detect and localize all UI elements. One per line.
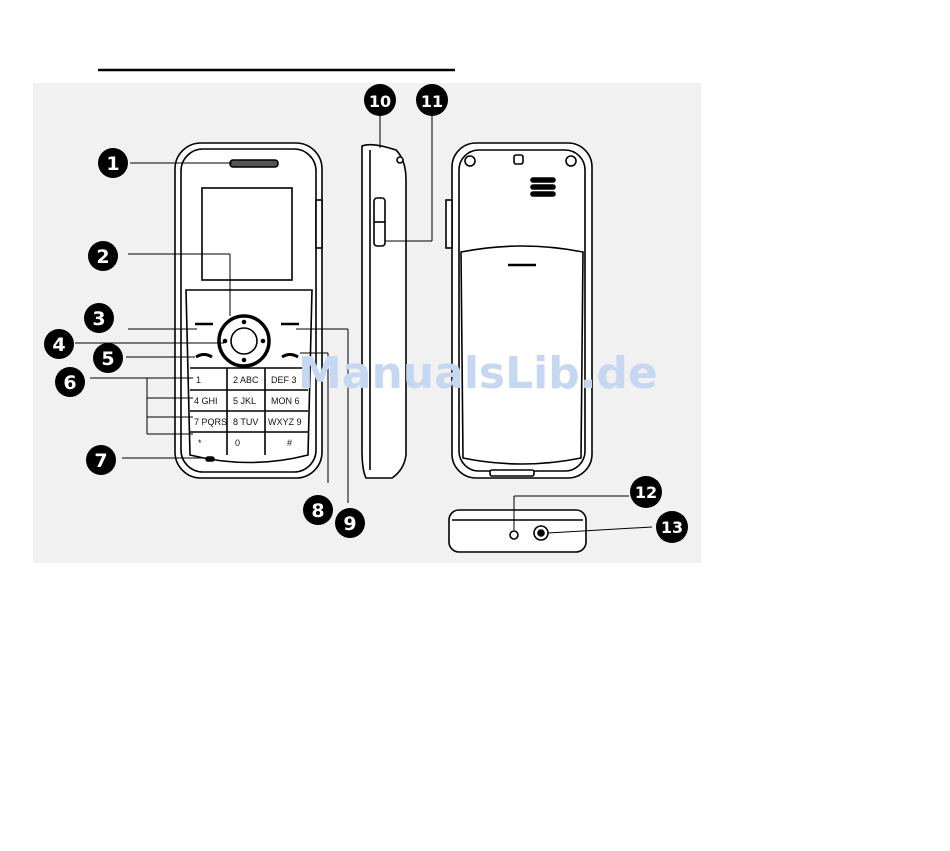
front-side-button	[316, 200, 322, 248]
camera-lens	[514, 155, 523, 164]
key-2: 2 ABC	[233, 375, 259, 385]
svg-text:13: 13	[661, 518, 683, 537]
svg-text:11: 11	[421, 92, 443, 111]
key-star: *	[198, 438, 202, 448]
nav-right-dot	[262, 340, 265, 343]
display-screen	[202, 188, 292, 280]
callout-3: 3	[84, 303, 114, 333]
back-screw-right	[566, 156, 576, 166]
side-strap-hole	[397, 157, 403, 163]
charger-port	[510, 531, 518, 539]
key-6: MON 6	[271, 396, 300, 406]
svg-text:6: 6	[63, 372, 76, 394]
svg-text:7: 7	[94, 450, 107, 472]
callout-4: 4	[44, 329, 74, 359]
watermark-text: ManualsLib.de	[298, 348, 658, 399]
headset-port-inner	[538, 530, 544, 536]
svg-text:10: 10	[369, 92, 391, 111]
callout-11: 11	[416, 84, 448, 116]
bottom-body	[449, 510, 586, 552]
microphone	[206, 457, 214, 461]
svg-text:2: 2	[96, 246, 109, 268]
key-9: WXYZ 9	[268, 417, 302, 427]
svg-text:4: 4	[52, 334, 65, 356]
earpiece	[230, 160, 278, 167]
phone-bottom-view	[449, 510, 586, 552]
callout-12: 12	[630, 476, 662, 508]
nav-down-dot	[243, 359, 246, 362]
key-1: 1	[196, 375, 201, 385]
back-screw-left	[465, 156, 475, 166]
svg-text:5: 5	[101, 348, 114, 370]
phone-side-view	[362, 145, 406, 478]
svg-text:9: 9	[343, 513, 356, 535]
callout-10: 10	[364, 84, 396, 116]
callout-2: 2	[88, 241, 118, 271]
svg-text:8: 8	[311, 500, 324, 522]
key-0: 0	[235, 438, 240, 448]
key-7: 7 PQRS	[194, 417, 227, 427]
phone-back-view	[446, 143, 592, 478]
key-hash: #	[287, 438, 292, 448]
loudspeaker-grille	[531, 178, 555, 196]
side-body	[362, 145, 406, 478]
phone-front-view	[175, 143, 322, 478]
key-5: 5 JKL	[233, 396, 256, 406]
callout-1: 1	[98, 148, 128, 178]
key-8: 8 TUV	[233, 417, 258, 427]
nav-up-dot	[243, 321, 246, 324]
callout-9: 9	[335, 508, 365, 538]
back-side-button	[446, 200, 452, 248]
callout-13: 13	[656, 511, 688, 543]
center-key	[231, 328, 257, 354]
key-3: DEF 3	[271, 375, 297, 385]
svg-text:3: 3	[92, 308, 105, 330]
svg-text:12: 12	[635, 483, 657, 502]
back-bottom-slot	[490, 470, 534, 476]
svg-text:1: 1	[106, 153, 119, 175]
key-4: 4 GHI	[194, 396, 218, 406]
callout-7: 7	[86, 445, 116, 475]
callout-6: 6	[55, 367, 85, 397]
callout-5: 5	[93, 343, 123, 373]
callout-8: 8	[303, 495, 333, 525]
nav-left-dot	[224, 340, 227, 343]
